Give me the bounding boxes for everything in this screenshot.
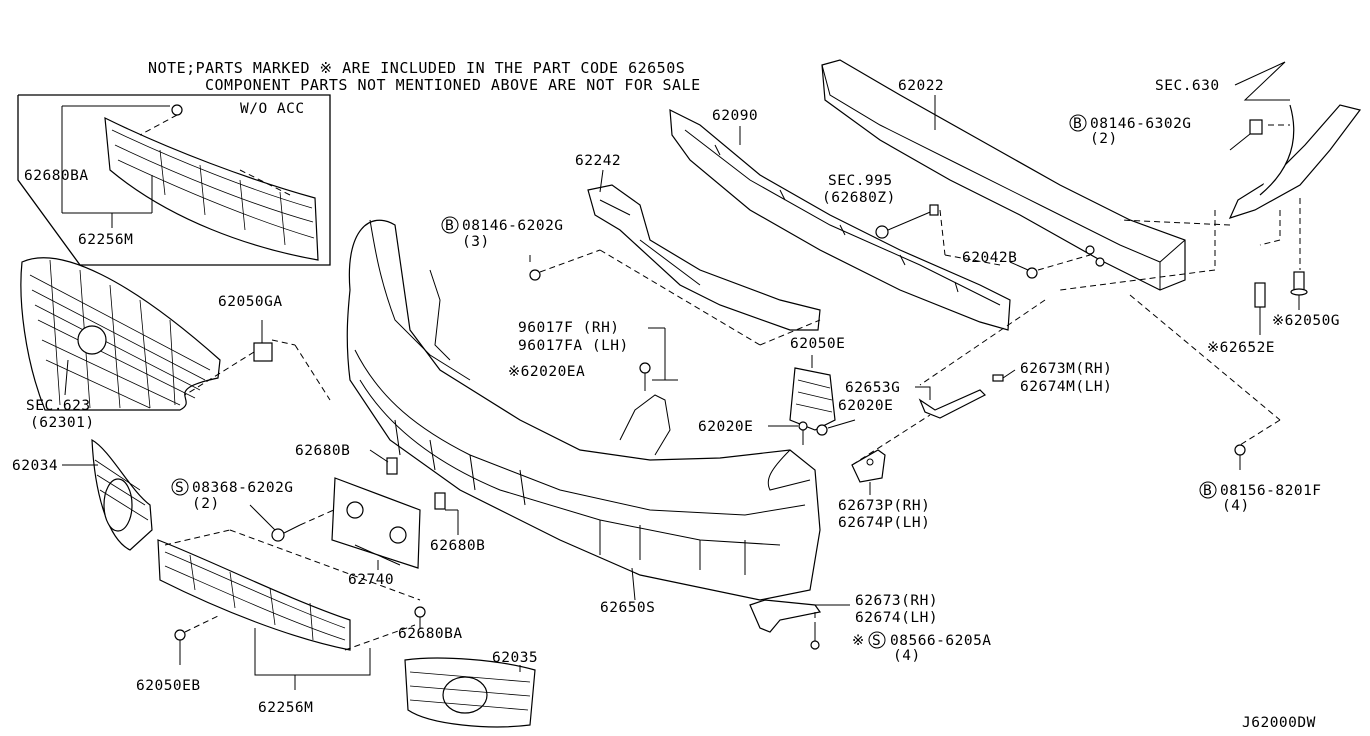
label-sec995-sub: (62680Z) — [822, 190, 896, 206]
bolt-symbol-08146-6202: B — [441, 216, 459, 234]
bracket-62673 — [749, 599, 822, 633]
label-08566: 08566-6205A — [890, 633, 992, 649]
label-08156: 08156-8201F — [1220, 483, 1322, 499]
label-62653G: 62653G — [845, 380, 900, 396]
label-08146-6202-qty: (3) — [462, 234, 490, 250]
label-62256M-bottom: 62256M — [258, 700, 313, 716]
bumper-fascia-62650S — [346, 219, 821, 601]
nut-62042B — [1026, 267, 1038, 279]
label-08566-mark: ※ — [852, 633, 865, 649]
label-sec623-sub: (62301) — [30, 415, 95, 431]
side-member-sec630 — [1228, 104, 1362, 219]
armature-62022 — [821, 59, 1186, 291]
label-62680B-2: 62680B — [430, 538, 485, 554]
bolt-b-08146-6302: B — [1073, 116, 1082, 132]
screw-s-08368: S — [175, 480, 184, 496]
label-62673P: 62673P(RH) — [838, 498, 930, 514]
clip-62680B-1 — [386, 457, 398, 475]
label-08156-qty: (4) — [1222, 498, 1250, 514]
label-62673M: 62673M(RH) — [1020, 361, 1112, 377]
label-62652E: ※62652E — [1207, 340, 1275, 356]
label-62680B-1: 62680B — [295, 443, 350, 459]
bolt-symbol-08156: B — [1199, 481, 1217, 499]
label-sec995: SEC.995 — [828, 173, 893, 189]
label-08368-qty: (2) — [192, 496, 220, 512]
front-grille-62301 — [20, 257, 221, 411]
label-62740: 62740 — [348, 572, 394, 588]
bolt-b-08156: B — [1203, 483, 1212, 499]
fog-grille-62035 — [404, 657, 536, 728]
reinforcement-62090 — [669, 108, 1011, 331]
clip-62680BA-bottom — [414, 606, 426, 628]
clip-62020E-a — [798, 421, 808, 445]
label-62034: 62034 — [12, 458, 58, 474]
bolt-08146-6302 — [1229, 119, 1263, 151]
label-62680BA-bottom: 62680BA — [398, 626, 463, 642]
label-62050GA: 62050GA — [218, 294, 283, 310]
note-line-1: NOTE;PARTS MARKED ※ ARE INCLUDED IN THE … — [148, 59, 685, 77]
label-96017FA: 96017FA (LH) — [518, 338, 629, 354]
lower-grille-62256M — [157, 539, 351, 651]
screw-08566 — [810, 625, 820, 650]
label-62050E: 62050E — [790, 336, 845, 352]
screw-symbol-08566: S — [868, 631, 886, 649]
screw-08368 — [271, 524, 301, 542]
inset-wo-acc: W/O ACC — [17, 94, 331, 266]
label-62020EA: ※62020EA — [508, 364, 585, 380]
label-62050EB: 62050EB — [136, 678, 201, 694]
clip-62020E-b — [816, 424, 828, 436]
label-sec623: SEC.623 — [26, 398, 91, 414]
fog-grille-62034 — [91, 438, 153, 551]
clip-62652E — [1254, 282, 1266, 335]
clip-62673M — [992, 374, 1004, 382]
label-62674M: 62674M(LH) — [1020, 379, 1112, 395]
diagram-code: J62000DW — [1242, 715, 1316, 731]
clip-62020EA — [639, 362, 651, 385]
label-62650S: 62650S — [600, 600, 655, 616]
license-bracket-62740 — [331, 477, 421, 569]
label-96017F: 96017F (RH) — [518, 320, 620, 336]
clip-62050GA — [253, 320, 273, 362]
bolt-08146-6202 — [529, 255, 541, 281]
label-62680BA-inset: 62680BA — [24, 168, 89, 184]
clip-62050E — [789, 367, 836, 431]
bracket-62673P — [851, 449, 886, 483]
inset-clip-62680BA — [171, 104, 183, 116]
tow-hook-62680Z — [875, 204, 939, 239]
inset-grille-62256M — [104, 116, 319, 261]
bolt-b-08146-6202: B — [445, 218, 454, 234]
screw-symbol-08368: S — [171, 478, 189, 496]
label-62256M-inset: 62256M — [78, 232, 133, 248]
label-62674: 62674(LH) — [855, 610, 938, 626]
label-62022: 62022 — [898, 78, 944, 94]
label-62673: 62673(RH) — [855, 593, 938, 609]
label-62242: 62242 — [575, 153, 621, 169]
label-08368: 08368-6202G — [192, 480, 294, 496]
label-62042B: 62042B — [962, 250, 1017, 266]
label-62050G: ※62050G — [1272, 313, 1340, 329]
label-62020E-b: 62020E — [838, 398, 893, 414]
label-62035: 62035 — [492, 650, 538, 666]
note-line-2: COMPONENT PARTS NOT MENTIONED ABOVE ARE … — [205, 76, 701, 94]
label-08146-6202: 08146-6202G — [462, 218, 564, 234]
molding-62653G — [918, 389, 987, 419]
label-62674P: 62674P(LH) — [838, 515, 930, 531]
clip-62050G — [1290, 271, 1308, 310]
label-62090: 62090 — [712, 108, 758, 124]
label-62020E-a: 62020E — [698, 419, 753, 435]
label-08566-qty: (4) — [893, 648, 921, 664]
label-sec630: SEC.630 — [1155, 78, 1220, 94]
clip-62680B-2 — [434, 492, 446, 510]
bolt-symbol-08146-6302: B — [1069, 114, 1087, 132]
label-08146-6302-qty: (2) — [1090, 131, 1118, 147]
screw-s-08566: S — [872, 633, 881, 649]
inset-title: W/O ACC — [240, 101, 305, 117]
bolt-08156 — [1234, 444, 1246, 470]
clip-62050EB — [174, 629, 186, 665]
label-08146-6302: 08146-6302G — [1090, 116, 1192, 132]
